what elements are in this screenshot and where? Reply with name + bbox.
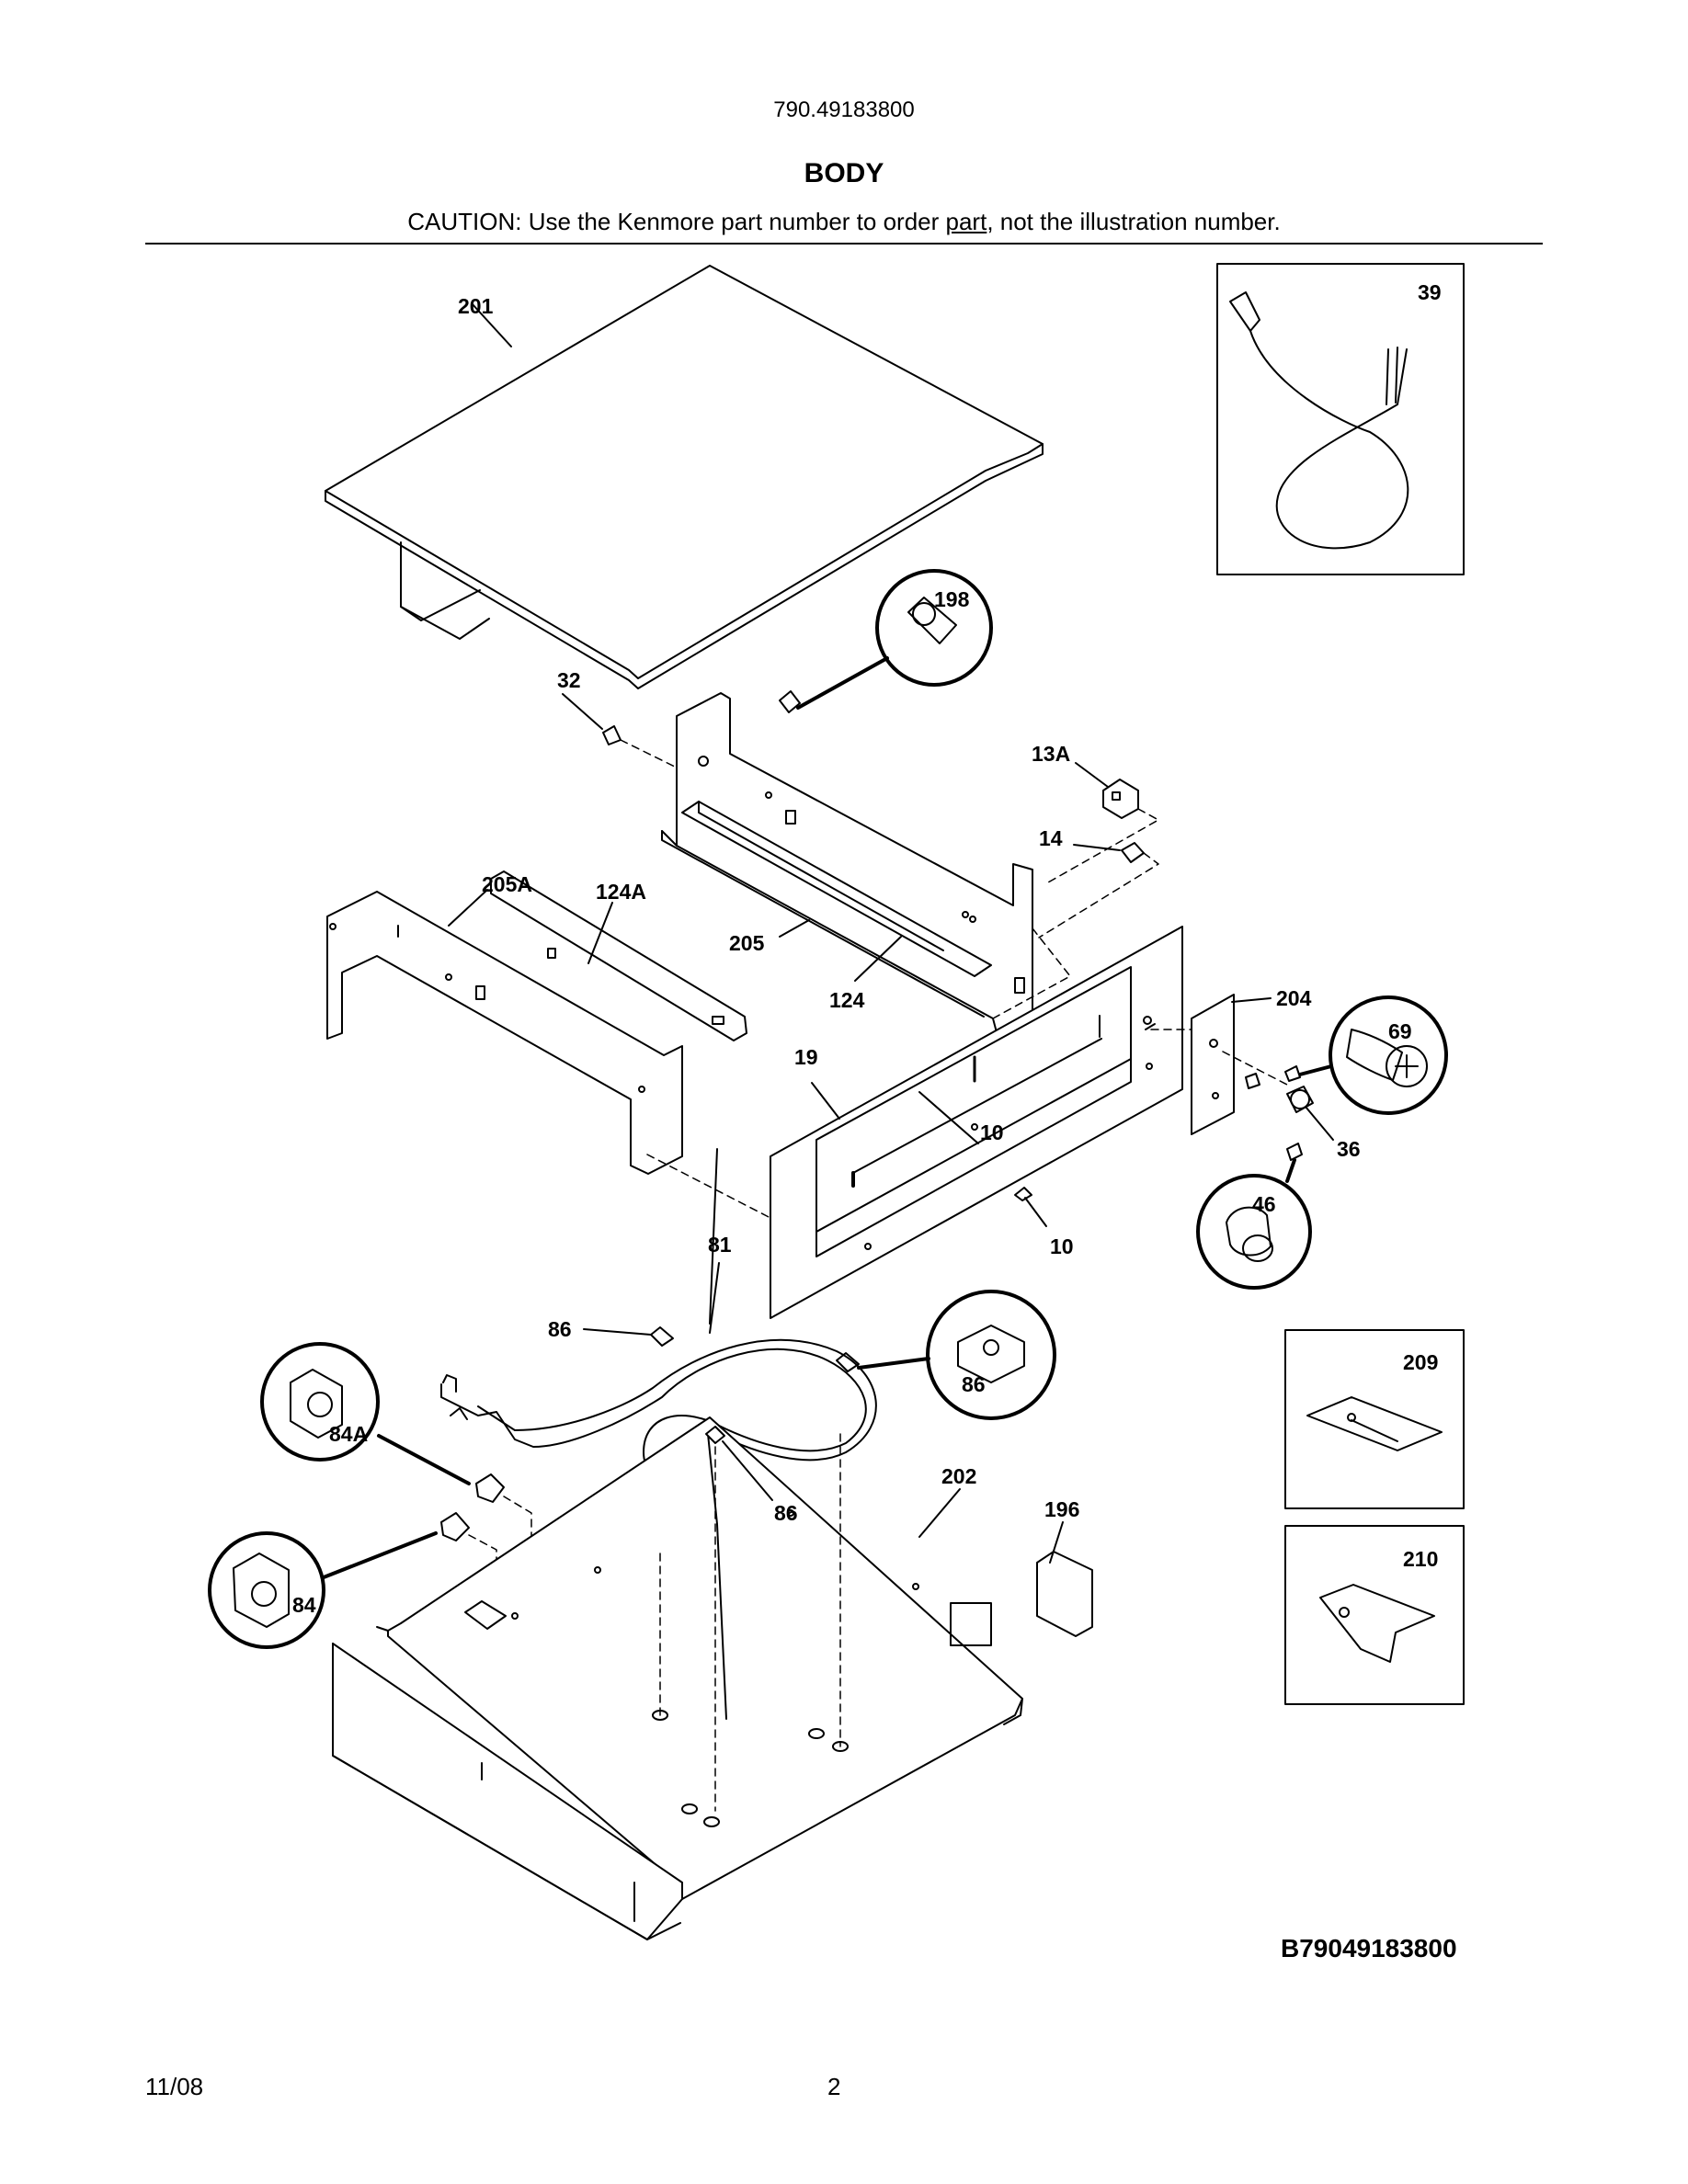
leader-10a <box>918 1091 979 1144</box>
callout-46: 46 <box>1252 1192 1276 1216</box>
caution-text-end: , not the illustration number. <box>987 208 1281 235</box>
part-39-power-cord <box>1216 263 1465 575</box>
part-10-screw-lower <box>1014 1187 1032 1201</box>
leader-32 <box>562 693 603 730</box>
callout-124: 124 <box>829 988 865 1012</box>
callout-81: 81 <box>708 1233 732 1257</box>
callout-39: 39 <box>1418 280 1442 304</box>
part-32-bracket <box>602 725 622 745</box>
callout-84: 84 <box>292 1593 316 1617</box>
callout-201: 201 <box>458 294 494 318</box>
dash-13A-14 <box>1038 808 1159 938</box>
dash-202 <box>659 1433 841 1812</box>
callout-10-upper: 10 <box>980 1120 1004 1144</box>
header-rule <box>145 243 1543 245</box>
leader-205 <box>779 919 810 938</box>
callout-84A: 84A <box>329 1422 368 1446</box>
footer-date: 11/08 <box>145 2073 204 2100</box>
footer-page-number: 2 <box>827 2073 841 2100</box>
callout-13A: 13A <box>1032 742 1070 766</box>
part-84A-thermostat-detail <box>260 1342 505 1503</box>
part-205-rear-panel <box>661 692 1033 1037</box>
leader-86c <box>722 1440 773 1501</box>
callout-69: 69 <box>1388 1019 1412 1043</box>
part-46-button-detail <box>1196 1143 1312 1290</box>
callout-202: 202 <box>941 1464 976 1488</box>
dash-205A <box>646 927 1071 1220</box>
part-204-bracket <box>1191 994 1235 1135</box>
callout-204: 204 <box>1276 986 1312 1010</box>
leader-36 <box>1305 1106 1334 1141</box>
leader-202 <box>918 1488 961 1538</box>
part-201-top-cover <box>325 265 1044 689</box>
diagram-id: B79049183800 <box>1281 1934 1457 1962</box>
part-84-thermostat-detail <box>208 1512 470 1649</box>
part-36-knob <box>1286 1086 1314 1113</box>
model-number: 790.49183800 <box>773 97 915 122</box>
callout-209: 209 <box>1403 1350 1438 1374</box>
leader-13A <box>1075 762 1109 788</box>
caution-note: CAUTION: Use the Kenmore part number to … <box>0 208 1688 236</box>
callout-198: 198 <box>934 587 970 611</box>
caution-text: CAUTION: Use the Kenmore part number to … <box>407 208 946 235</box>
part-205A-side-panel <box>326 891 683 1175</box>
part-69-clip-detail <box>1245 995 1448 1115</box>
callout-14: 14 <box>1039 826 1063 850</box>
part-202-base-tray <box>332 1416 1023 1940</box>
callout-205A: 205A <box>482 872 532 896</box>
part-124A-rail <box>490 870 747 1041</box>
part-14-terminal <box>1121 842 1145 863</box>
part-196-cover-plate <box>1036 1551 1093 1637</box>
callout-32: 32 <box>557 668 581 692</box>
part-19-front-frame <box>770 926 1183 1319</box>
dash-204 <box>1150 1029 1288 1086</box>
leader-19 <box>811 1082 840 1120</box>
leader-86a <box>583 1328 652 1336</box>
callout-10-lower: 10 <box>1050 1234 1074 1258</box>
section-title: BODY <box>804 158 884 188</box>
callout-86-detail: 86 <box>962 1372 986 1396</box>
leader-196 <box>1049 1521 1064 1564</box>
leader-124A <box>587 902 613 964</box>
part-86-clip-detail <box>650 1290 1056 1420</box>
part-210-bracket <box>1284 1525 1465 1705</box>
leader-10b <box>1024 1197 1047 1227</box>
leader-81 <box>709 1262 720 1334</box>
caution-underlined-word: part <box>945 208 987 235</box>
leader-205A <box>448 889 488 927</box>
callout-86-upper: 86 <box>548 1317 572 1341</box>
callout-86-lower: 86 <box>774 1501 798 1525</box>
part-198-clamp-detail <box>779 569 993 713</box>
callout-19: 19 <box>794 1045 818 1069</box>
part-13A-switch <box>1102 779 1139 819</box>
leader-124 <box>854 936 902 982</box>
leader-14 <box>1073 844 1121 851</box>
part-209-clip <box>1284 1329 1465 1509</box>
callout-210: 210 <box>1403 1547 1438 1571</box>
callout-196: 196 <box>1044 1497 1079 1521</box>
callout-124A: 124A <box>596 880 646 904</box>
leader-201 <box>471 302 512 347</box>
callout-205: 205 <box>729 931 765 955</box>
part-86-clip-on-base <box>705 1426 725 1444</box>
callout-36: 36 <box>1337 1137 1361 1161</box>
leader-204 <box>1231 997 1272 1003</box>
